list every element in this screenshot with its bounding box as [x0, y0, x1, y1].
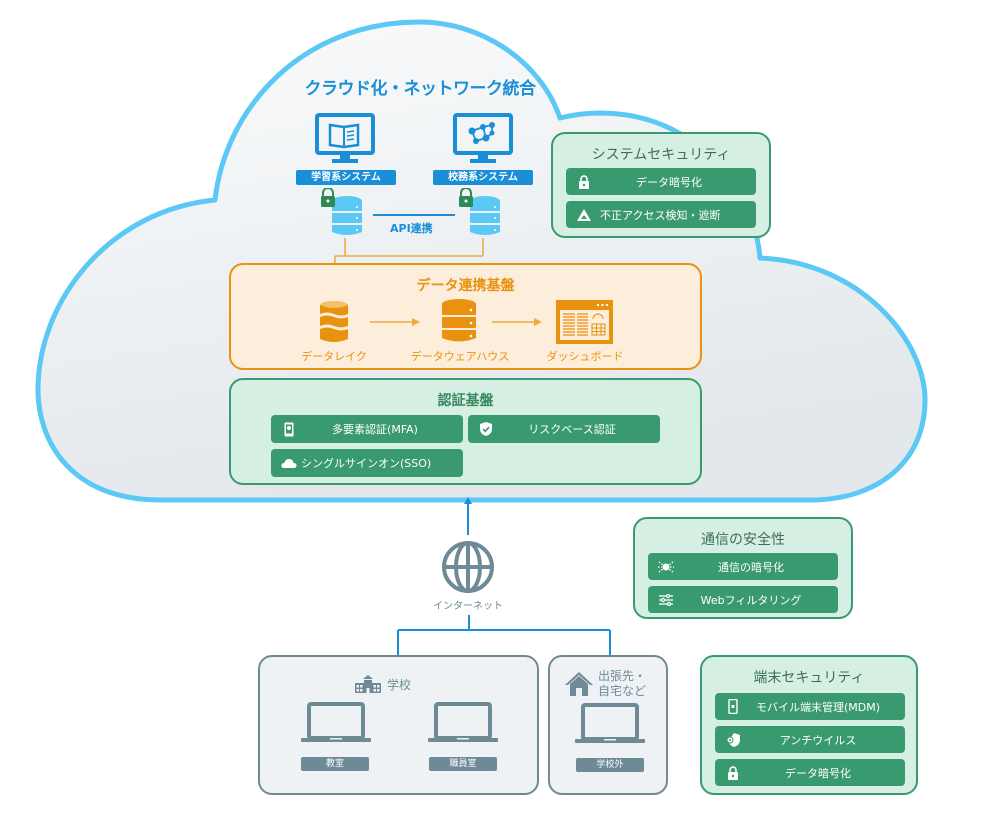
comm-security-item-web-filter[interactable]: Webフィルタリング [648, 586, 838, 613]
offsite-panel: 出張先・ 自宅など 学校外 [548, 655, 668, 795]
lock-icon [725, 765, 741, 781]
school-panel: 学校 教室 職員室 [258, 655, 539, 795]
comm-security-item-label: Webフィルタリング [700, 593, 802, 607]
school-building-icon [355, 675, 381, 693]
lock-icon [459, 188, 473, 207]
offsite-title-line2: 自宅など [598, 684, 647, 698]
lock-icon [576, 174, 592, 190]
auth-item-sso[interactable]: シングルサインオン(SSO) [271, 449, 463, 477]
house-icon [565, 672, 593, 696]
filter-sliders-icon [658, 592, 674, 608]
data-platform-panel: データ連携基盤 [229, 263, 702, 370]
comm-security-title: 通信の安全性 [701, 532, 785, 548]
auth-item-label: シングルサインオン(SSO) [301, 457, 432, 470]
system-security-title: システムセキュリティ [591, 147, 731, 163]
system-security-item-intrusion[interactable]: 不正アクセス検知・遮断 [566, 201, 756, 228]
internet-uplink-arrow [464, 497, 472, 535]
device-security-panel: 端末セキュリティ モバイル端末管理(MDM) アンチウイルス データ暗号化 [700, 655, 918, 795]
internet-label: インターネット [433, 601, 503, 612]
learning-system [312, 113, 378, 165]
system-security-item-label: 不正アクセス検知・遮断 [600, 208, 721, 222]
device-security-title: 端末セキュリティ [753, 670, 865, 686]
offsite-title-line1: 出張先・ [598, 669, 647, 683]
auth-platform-title: 認証基盤 [437, 393, 494, 409]
cloud-title: クラウド化・ネットワーク統合 [304, 79, 537, 99]
device-security-item-encryption[interactable]: データ暗号化 [715, 759, 905, 786]
arrow-right-icon [370, 318, 420, 326]
auth-item-label: リスクベース認証 [528, 423, 616, 436]
lock-icon [321, 188, 335, 207]
learning-system-label: 学習系システム [296, 170, 396, 185]
laptop-icon [428, 702, 498, 742]
admin-system-label: 校務系システム [433, 170, 533, 185]
device-security-item-mdm[interactable]: モバイル端末管理(MDM) [715, 693, 905, 720]
mobile-device-icon [725, 699, 741, 715]
shield-check-icon [478, 421, 494, 437]
device-security-item-label: アンチウイルス [779, 733, 857, 747]
globe-icon [442, 541, 494, 593]
api-connector-line [373, 214, 455, 216]
auth-platform-panel: 認証基盤 多要素認証(MFA) リスクベース認証 シングルサインオン(SSO) [229, 378, 702, 485]
auth-item-risk-based[interactable]: リスクベース認証 [468, 415, 660, 443]
data-platform-title: データ連携基盤 [416, 278, 515, 294]
device-label-offsite: 学校外 [576, 758, 644, 772]
school-title: 学校 [387, 677, 412, 692]
laptop-icon [301, 702, 371, 742]
admin-database-icon [459, 188, 500, 235]
auth-item-label: 多要素認証(MFA) [332, 423, 418, 436]
admin-system [450, 113, 516, 165]
comm-security-item-label: 通信の暗号化 [718, 560, 784, 574]
mobile-auth-icon [281, 421, 297, 437]
book-monitor-icon [315, 113, 375, 163]
device-label-classroom: 教室 [301, 757, 369, 771]
system-security-item-encryption[interactable]: データ暗号化 [566, 168, 756, 195]
dashboard-icon [556, 300, 613, 344]
device-security-item-label: データ暗号化 [785, 766, 851, 780]
learning-database-icon [321, 188, 362, 235]
auth-item-mfa[interactable]: 多要素認証(MFA) [271, 415, 463, 443]
arrow-right-icon [492, 318, 542, 326]
api-label: API連携 [390, 222, 433, 235]
shield-virus-icon [725, 732, 741, 748]
comm-security-panel: 通信の安全性 通信の暗号化 Webフィルタリング [633, 517, 853, 619]
dashboard-label: ダッシュボード [546, 350, 624, 363]
data-warehouse-label: データウェアハウス [410, 350, 510, 363]
encryption-bug-icon [658, 559, 674, 575]
system-security-panel: システムセキュリティ データ暗号化 不正アクセス検知・遮断 [551, 132, 771, 238]
laptop-icon [575, 703, 645, 743]
network-monitor-icon [453, 113, 513, 163]
device-security-item-antivirus[interactable]: アンチウイルス [715, 726, 905, 753]
data-warehouse-icon [442, 299, 476, 342]
data-lake-label: データレイク [301, 350, 367, 363]
device-security-item-label: モバイル端末管理(MDM) [755, 700, 881, 714]
system-security-item-label: データ暗号化 [636, 175, 702, 189]
device-label-staff-room: 職員室 [429, 757, 497, 771]
data-lake-icon [320, 301, 348, 342]
comm-security-item-encryption[interactable]: 通信の暗号化 [648, 553, 838, 580]
warning-triangle-icon [576, 207, 592, 223]
cloud-key-icon [281, 455, 297, 471]
